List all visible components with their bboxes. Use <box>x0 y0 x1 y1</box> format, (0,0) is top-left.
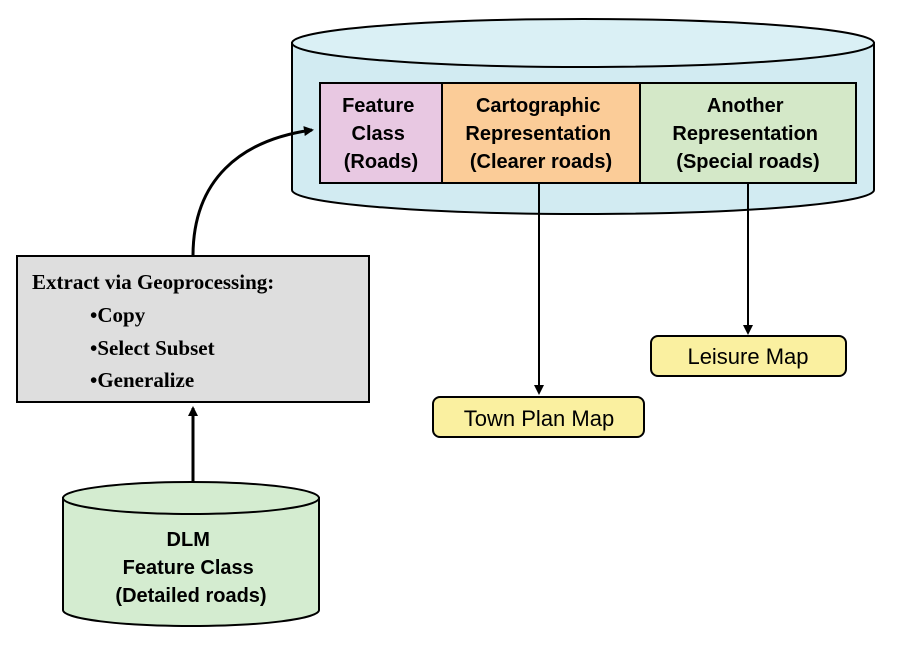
geodatabase-top <box>291 18 875 68</box>
extract-item-copy: •Copy <box>90 303 146 327</box>
extract-item-select-subset: •Select Subset <box>90 336 215 360</box>
cartographic-representation-label: Cartographic Representation (Clearer roa… <box>465 95 616 173</box>
another-representation-cell[interactable] <box>639 82 857 184</box>
leisure-map-box[interactable] <box>650 335 847 377</box>
feature-class-cell[interactable] <box>319 82 443 184</box>
another-representation-label: Another Representation (Special roads) <box>672 95 823 173</box>
leisure-map-label: Leisure Map <box>687 344 808 369</box>
town-plan-map-box[interactable] <box>432 396 645 438</box>
extract-title: Extract via Geoprocessing: <box>32 270 274 294</box>
dlm-label: DLM Feature Class (Detailed roads) <box>115 529 266 607</box>
extract-to-feature-class-arrow <box>191 126 314 257</box>
town-plan-map-label: Town Plan Map <box>464 406 614 431</box>
dlm-body <box>62 497 320 627</box>
dlm-top <box>62 481 320 515</box>
extract-geoprocessing-box[interactable] <box>16 255 370 403</box>
feature-class-label: Feature Class (Roads) <box>342 95 420 173</box>
dlm-cylinder <box>62 481 320 627</box>
extract-item-generalize: •Generalize <box>90 368 194 392</box>
